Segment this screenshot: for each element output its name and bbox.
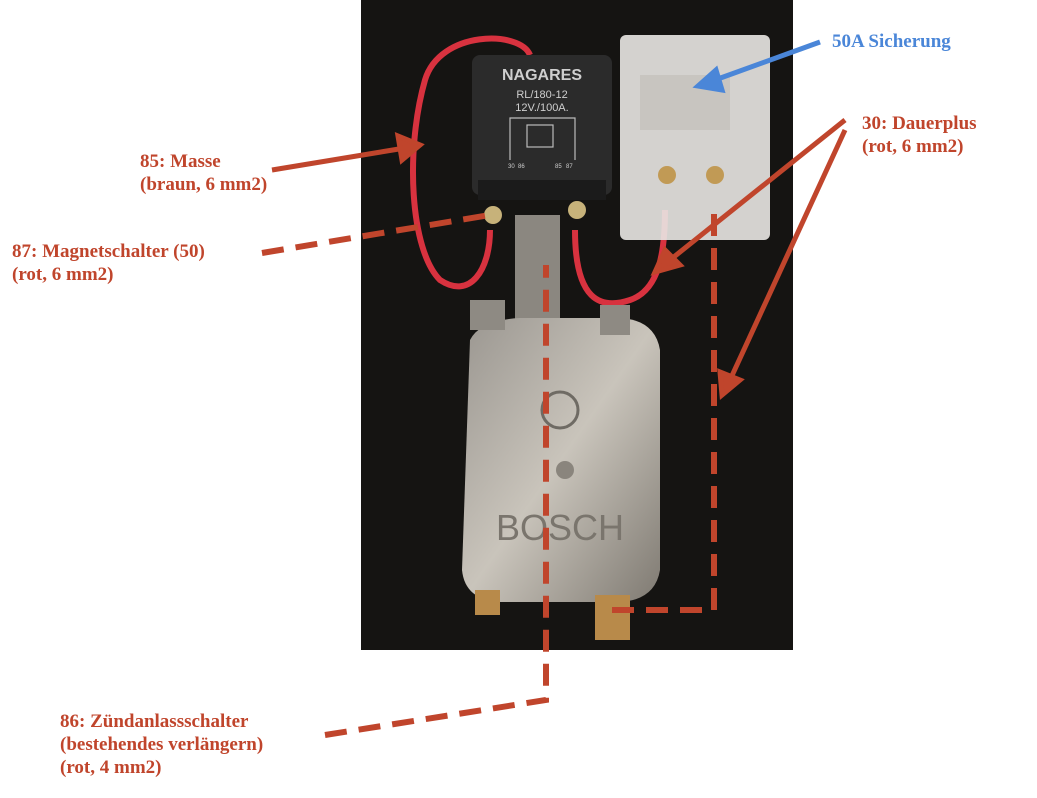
relay-pin-85: 85: [555, 164, 562, 170]
relay-model: RL/180-12: [516, 89, 567, 101]
label-pin86-title: 86: Zündanlassschalter: [60, 711, 249, 732]
relay-rating: 12V./100A.: [515, 102, 568, 114]
label-fuse: 50A Sicherung: [832, 31, 951, 52]
arrow-30a: [668, 118, 847, 262]
relay-pin-87: 87: [566, 164, 573, 170]
arrow-30b: [727, 128, 848, 382]
bracket: [515, 215, 560, 325]
relay-pin-30: 30: [508, 164, 515, 170]
label-pin86-note: (bestehendes verlängern): [60, 734, 264, 755]
relay-brand: NAGARES: [502, 67, 582, 84]
label-pin30: 30: Dauerplus (rot, 6 mm2): [862, 112, 977, 158]
label-pin85-detail: (braun, 6 mm2): [140, 174, 268, 195]
dashed-line-87: [261, 212, 491, 256]
label-pin86-detail: (rot, 4 mm2): [60, 757, 162, 778]
label-pin86: 86: Zündanlassschalter (bestehendes verl…: [60, 710, 263, 779]
dashed-line-30: [612, 210, 717, 613]
label-pin85: 85: Masse (braun, 6 mm2): [140, 150, 267, 196]
label-pin30-detail: (rot, 6 mm2): [862, 136, 964, 157]
dashed-line-86: [324, 265, 549, 738]
relay-pin-86: 86: [518, 164, 525, 170]
label-pin87-title: 87: Magnetschalter (50): [12, 241, 205, 262]
wire-loop-left: [410, 35, 533, 290]
label-pin87-detail: (rot, 6 mm2): [12, 264, 114, 285]
label-pin85-title: 85: Masse: [140, 151, 221, 172]
arrow-fuse: [714, 39, 821, 83]
label-pin87: 87: Magnetschalter (50) (rot, 6 mm2): [12, 240, 205, 286]
bosch-regulator: [462, 318, 660, 602]
wire-loop-right: [572, 209, 668, 307]
regulator-brand: BOSCH: [496, 507, 624, 548]
arrow-85: [271, 145, 406, 173]
label-pin30-title: 30: Dauerplus: [862, 113, 977, 134]
